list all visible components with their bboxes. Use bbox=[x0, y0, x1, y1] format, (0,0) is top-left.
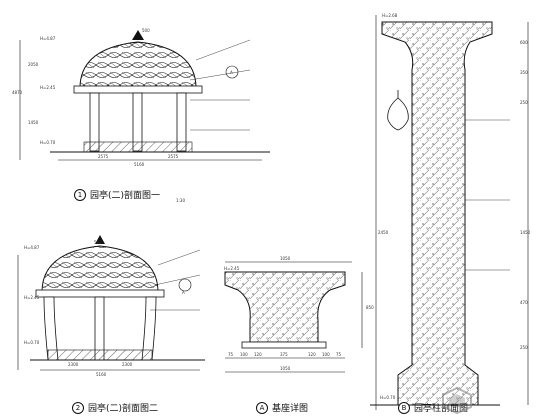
figA-letter-badge: A bbox=[256, 402, 268, 414]
fig1-dome-height: 2050 bbox=[28, 62, 39, 67]
figA-seg-6: 100 bbox=[322, 352, 330, 357]
fig1-mid-level: H=2.45 bbox=[40, 85, 56, 90]
fig2-number-badge: 2 bbox=[72, 402, 84, 414]
figA-title: 基座详图 bbox=[272, 404, 309, 414]
fig2-mid-level: H=2.45 bbox=[24, 295, 40, 300]
fig1-total-width: 5160 bbox=[134, 162, 145, 167]
figB-top-level: H=2.68 bbox=[382, 13, 398, 18]
fig2-cornice bbox=[35, 289, 165, 298]
fig2-left-bay: 2300 bbox=[68, 362, 79, 367]
figA-seg-2: 100 bbox=[240, 352, 248, 357]
fig1-leader-1 bbox=[195, 39, 251, 61]
figB-column-body bbox=[381, 21, 493, 406]
fig2-base-level: H=0.70 bbox=[24, 340, 40, 345]
figB-total-height: 2450 bbox=[378, 230, 389, 235]
figA-seg-7: 75 bbox=[336, 352, 342, 357]
fig1-number-badge: 1 bbox=[74, 189, 86, 201]
fig2-leader-1 bbox=[157, 249, 201, 266]
fig1-callout-letter: A bbox=[230, 70, 233, 75]
fig1-title: 园亭(二)剖面图一 bbox=[90, 191, 161, 201]
fig1-finial bbox=[132, 30, 144, 40]
section-1-drawing bbox=[19, 30, 270, 161]
fig2-detail-callout bbox=[178, 278, 192, 292]
figB-title: 园亭柱剖面图 bbox=[414, 404, 469, 414]
figA-height: 850 bbox=[366, 305, 374, 310]
figA-top-level: H=2.45 bbox=[224, 266, 240, 271]
fig2-title: 园亭(二)剖面图二 bbox=[88, 404, 159, 414]
fig1-dome bbox=[79, 41, 197, 89]
figA-seg-3: 120 bbox=[254, 352, 262, 357]
fig1-top-level: H=4.87 bbox=[40, 36, 56, 41]
watermark-logo-icon bbox=[442, 386, 472, 414]
figA-seg-4: 375 bbox=[280, 352, 288, 357]
section-2-drawing bbox=[17, 235, 205, 371]
fig1-pillar-height: 1450 bbox=[28, 120, 39, 125]
fig2-total-width: 5160 bbox=[96, 372, 107, 377]
fig1-cornice bbox=[73, 85, 203, 94]
base-detail-drawing bbox=[224, 261, 363, 373]
fig1-left-bay: 2575 bbox=[98, 154, 109, 159]
figB-side-dim-2: 350 bbox=[520, 70, 528, 75]
fig2-dome bbox=[41, 245, 159, 293]
figB-side-dim-5: 470 bbox=[520, 300, 528, 305]
fig1-top-dim: 500 bbox=[142, 28, 150, 33]
fig1-base-level: H=0.70 bbox=[40, 140, 56, 145]
figB-letter-badge: B bbox=[398, 402, 410, 414]
fig1-scale: 1:30 bbox=[176, 198, 185, 203]
fig1-leader-2 bbox=[189, 69, 251, 81]
figB-side-dim-6: 250 bbox=[520, 345, 528, 350]
fig1-detail-callout bbox=[225, 65, 239, 79]
figA-footing bbox=[241, 341, 327, 349]
figB-shaft-height: 1450 bbox=[520, 230, 531, 235]
fig2-top-dim: 500 bbox=[94, 240, 102, 245]
figB-side-dim-1: 600 bbox=[520, 40, 528, 45]
fig2-finial bbox=[95, 235, 105, 244]
fig1-plinth bbox=[83, 141, 193, 153]
fig2-plinth bbox=[47, 349, 153, 361]
fig2-top-level: H=4.87 bbox=[24, 245, 40, 250]
figA-base-section bbox=[224, 271, 346, 343]
figB-base-level: H=0.70 bbox=[380, 395, 396, 400]
fig2-leader-2 bbox=[154, 274, 201, 286]
figA-bottom-width: 1050 bbox=[280, 366, 291, 371]
figB-lamp-ornament bbox=[387, 97, 409, 131]
figB-side-dim-3: 250 bbox=[520, 100, 528, 105]
column-section-drawing bbox=[370, 15, 529, 410]
figA-seg-1: 75 bbox=[228, 352, 234, 357]
figA-seg-5: 120 bbox=[308, 352, 316, 357]
fig1-right-bay: 2575 bbox=[168, 154, 179, 159]
fig2-callout-letter: A bbox=[182, 290, 185, 295]
figA-top-width: 1050 bbox=[280, 256, 291, 261]
fig1-height-total: 4870 bbox=[12, 90, 23, 95]
fig2-right-bay: 2300 bbox=[122, 362, 133, 367]
